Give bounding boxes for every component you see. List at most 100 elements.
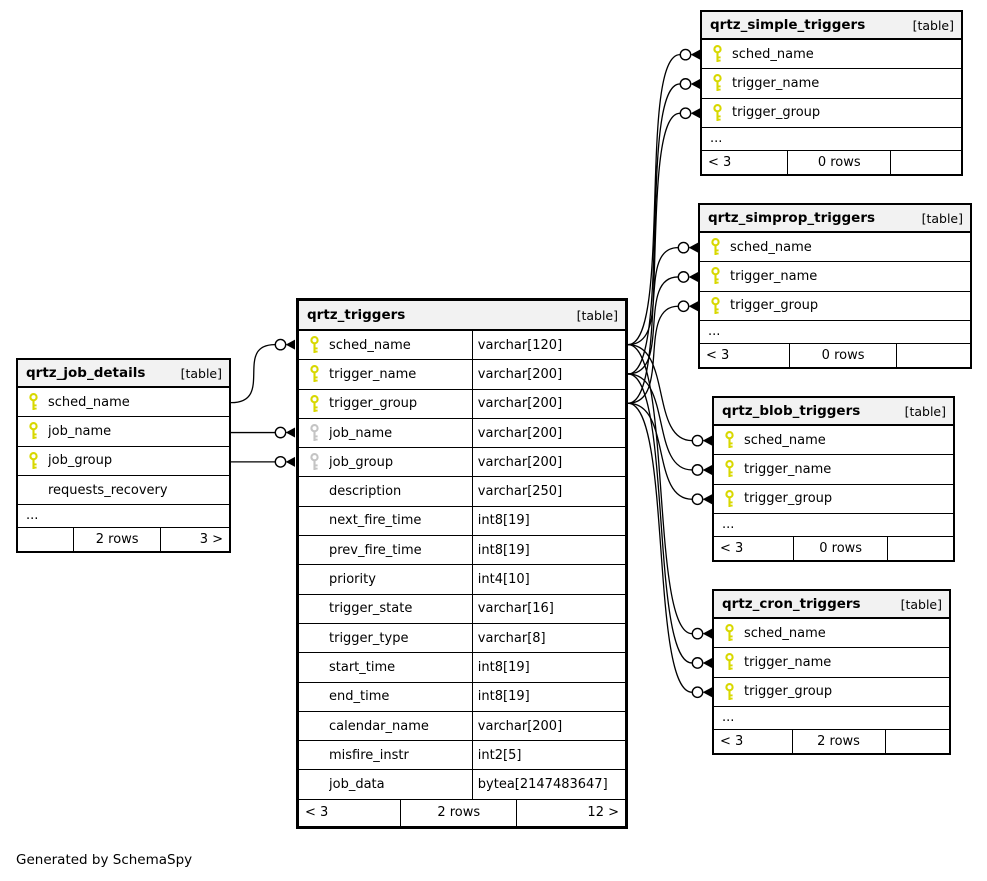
column-row-sched_name[interactable]: sched_name: [714, 426, 953, 454]
primary-key-slot: [18, 451, 48, 470]
table-header[interactable]: qrtz_simprop_triggers [table]: [700, 205, 970, 233]
column-name: job_name: [329, 425, 393, 441]
column-type: varchar[200]: [471, 711, 625, 741]
primary-key-slot: [18, 422, 48, 440]
primary-key-slot: [702, 74, 732, 92]
column-name: start_time: [329, 659, 396, 675]
column-name: trigger_group: [730, 298, 819, 314]
primary-key-slot: [714, 431, 744, 449]
table-qrtz_simprop_triggers[interactable]: qrtz_simprop_triggers [table] sched_name…: [698, 203, 972, 369]
table-name: qrtz_blob_triggers: [722, 403, 861, 419]
column-row-job_group[interactable]: job_group: [18, 445, 229, 475]
column-type: int8[19]: [471, 506, 625, 536]
primary-key-icon: [710, 238, 720, 256]
column-name: job_data: [329, 777, 385, 793]
column-row-job_name[interactable]: job_name: [18, 416, 229, 445]
primary-key-icon: [724, 431, 734, 449]
primary-key-slot: [702, 103, 732, 122]
primary-key-icon: [724, 653, 734, 671]
column-row-trigger_name[interactable]: trigger_name: [714, 454, 953, 483]
column-row-requests_recovery[interactable]: requests_recovery: [18, 474, 229, 504]
column-name: job_name: [48, 423, 112, 439]
generated-by-note: Generated by SchemaSpy: [16, 852, 193, 868]
table-footer: 2 rows 3 >: [18, 527, 229, 552]
footer-prev-links: < 3: [720, 733, 744, 749]
column-name: trigger_group: [329, 396, 418, 412]
column-name: trigger_name: [744, 461, 832, 477]
column-row-sched_name[interactable]: sched_name: [700, 233, 970, 261]
column-type: varchar[250]: [471, 477, 625, 506]
footer-next-links: [888, 537, 953, 560]
column-row-sched_name[interactable]: sched_name: [18, 388, 229, 416]
more-columns-ellipsis: ...: [700, 319, 970, 343]
column-name: trigger_name: [329, 366, 417, 382]
footer-row-count: 0 rows: [792, 536, 889, 560]
column-row-trigger_name[interactable]: trigger_name: [702, 68, 961, 97]
primary-key-slot: [299, 365, 329, 383]
more-columns-ellipsis: ...: [18, 504, 229, 527]
footer-prev-links: < 3: [708, 154, 732, 170]
primary-key-icon: [28, 451, 38, 469]
footer-next-links: [897, 344, 970, 367]
table-qrtz_job_details[interactable]: qrtz_job_details [table] sched_name job_n…: [16, 358, 231, 554]
primary-key-slot: [700, 296, 730, 315]
column-name: sched_name: [744, 625, 826, 641]
table-header[interactable]: qrtz_triggers [table]: [299, 301, 625, 331]
table-header[interactable]: qrtz_simple_triggers [table]: [702, 12, 961, 40]
column-row-trigger_group[interactable]: trigger_group: [714, 676, 949, 706]
column-row-trigger_group[interactable]: trigger_group: [714, 483, 953, 513]
primary-key-icon: [309, 365, 319, 383]
more-columns-ellipsis: ...: [714, 705, 949, 729]
table-columns: sched_name job_name job_group requests_reco…: [18, 388, 229, 504]
column-type: varchar[16]: [471, 594, 625, 623]
column-row-trigger_name[interactable]: trigger_name: [714, 647, 949, 676]
table-header[interactable]: qrtz_job_details [table]: [18, 360, 229, 388]
column-name: trigger_group: [744, 491, 833, 507]
column-name: sched_name: [329, 337, 411, 353]
table-footer: < 3 0 rows: [702, 149, 961, 174]
primary-key-slot: [714, 460, 744, 478]
footer-next-links: [886, 730, 949, 753]
column-row-sched_name[interactable]: sched_name: [714, 619, 949, 647]
primary-key-slot: [714, 624, 744, 642]
table-header[interactable]: qrtz_cron_triggers [table]: [714, 591, 949, 619]
primary-key-icon: [28, 393, 38, 411]
column-row-trigger_name[interactable]: trigger_name: [700, 261, 970, 290]
column-type: int8[19]: [471, 536, 625, 565]
column-type: int2[5]: [471, 741, 625, 770]
primary-key-slot: [700, 267, 730, 285]
table-type-tag: [table]: [904, 403, 946, 419]
column-row-trigger_group[interactable]: trigger_group: [702, 97, 961, 127]
table-header[interactable]: qrtz_blob_triggers [table]: [714, 398, 953, 426]
column-type: varchar[8]: [471, 623, 625, 653]
footer-prev-links: < 3: [720, 540, 744, 556]
column-row-sched_name[interactable]: sched_name: [702, 40, 961, 68]
primary-key-slot: [18, 393, 48, 411]
column-name: job_group: [48, 453, 113, 469]
column-row-trigger_group[interactable]: trigger_group: [700, 290, 970, 320]
footer-row-count: 0 rows: [789, 343, 898, 367]
